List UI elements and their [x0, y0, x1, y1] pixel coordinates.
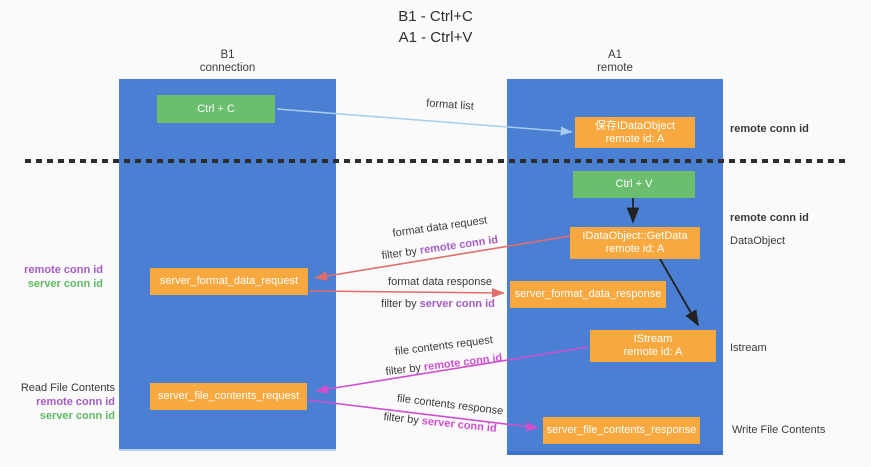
annotation-remote-conn-id-mid: remote conn id	[730, 212, 809, 224]
node-save-idataobject-line1: 保存IDataObject	[594, 119, 676, 132]
annotation-remote-conn-id-left1: remote conn id	[24, 264, 103, 276]
node-istream-line1: IStream	[633, 333, 673, 345]
edge-label-format-response-line1: format data response	[388, 276, 492, 288]
node-getdata-line1: IDataObject::GetData	[582, 230, 688, 242]
edge-label-format-list: format list	[425, 97, 475, 113]
filter-key-remote-conn-id: remote conn id	[423, 351, 503, 374]
annotation-remote-conn-id-top: remote conn id	[730, 123, 809, 135]
annotation-read-file-contents: Read File Contents	[20, 382, 115, 394]
lane-b1-name: B1	[220, 49, 235, 61]
lane-b1-subtitle: connection	[199, 62, 256, 74]
node-server-file-contents-response: server_file_contents_response	[543, 417, 700, 444]
page-title: B1 - Ctrl+C A1 - Ctrl+V	[0, 6, 871, 48]
node-save-idataobject: 保存IDataObject remote id: A	[575, 117, 695, 148]
lane-a1-subtitle: remote	[597, 62, 633, 74]
filter-key-server-conn-id: server conn id	[421, 415, 498, 435]
annotation-istream: Istream	[730, 342, 767, 354]
node-ctrl-c: Ctrl + C	[157, 95, 275, 123]
annotation-left-conn-ids-format: remote conn id server conn id	[18, 263, 103, 291]
node-istream: IStream remote id: A	[590, 330, 716, 362]
node-server-format-data-response: server_format_data_response	[510, 281, 666, 308]
lane-header-a1: A1 remote	[507, 49, 723, 75]
node-getdata-line2: remote id: A	[605, 243, 665, 255]
node-ctrl-v: Ctrl + V	[573, 171, 695, 198]
filter-prefix: filter by	[381, 298, 420, 310]
arrow-format-data-response	[308, 288, 505, 298]
filter-key-remote-conn-id: remote conn id	[419, 233, 499, 257]
filter-prefix: filter by	[382, 411, 423, 428]
lane-a1-name: A1	[607, 49, 623, 61]
filter-prefix: filter by	[384, 361, 425, 379]
annotation-left-conn-ids-file: Read File Contents remote conn id server…	[18, 381, 115, 423]
annotation-server-conn-id-left1: server conn id	[27, 278, 103, 290]
annotation-remote-conn-id-left2: remote conn id	[36, 396, 115, 408]
annotation-dataobject: DataObject	[730, 235, 786, 247]
node-server-format-data-response-label: server_format_data_response	[514, 288, 662, 300]
node-server-file-contents-request-label: server_file_contents_request	[157, 390, 300, 402]
node-save-idataobject-line2: remote id: A	[605, 132, 665, 145]
node-istream-line2: remote id: A	[623, 346, 683, 358]
lane-header-b1: B1 connection	[119, 49, 336, 75]
filter-key-server-conn-id: server conn id	[419, 298, 495, 310]
page-title-line2: A1 - Ctrl+V	[398, 29, 473, 46]
filter-prefix: filter by	[380, 244, 421, 263]
node-server-format-data-request-label: server_format_data_request	[159, 275, 299, 287]
edge-label-format-response-filter: filter by server conn id	[375, 298, 501, 311]
node-ctrl-v-label: Ctrl + V	[615, 178, 653, 190]
annotation-write-file-contents: Write File Contents	[732, 424, 826, 436]
clipboard-boundary-divider	[25, 159, 847, 163]
node-idataobject-getdata: IDataObject::GetData remote id: A	[570, 227, 700, 259]
node-server-format-data-request: server_format_data_request	[150, 268, 308, 295]
node-server-file-contents-response-label: server_file_contents_response	[546, 424, 697, 436]
node-server-file-contents-request: server_file_contents_request	[150, 383, 307, 410]
node-ctrl-c-label: Ctrl + C	[197, 102, 235, 115]
annotation-server-conn-id-left2: server conn id	[39, 410, 115, 422]
page-title-line1: B1 - Ctrl+C	[398, 8, 473, 25]
